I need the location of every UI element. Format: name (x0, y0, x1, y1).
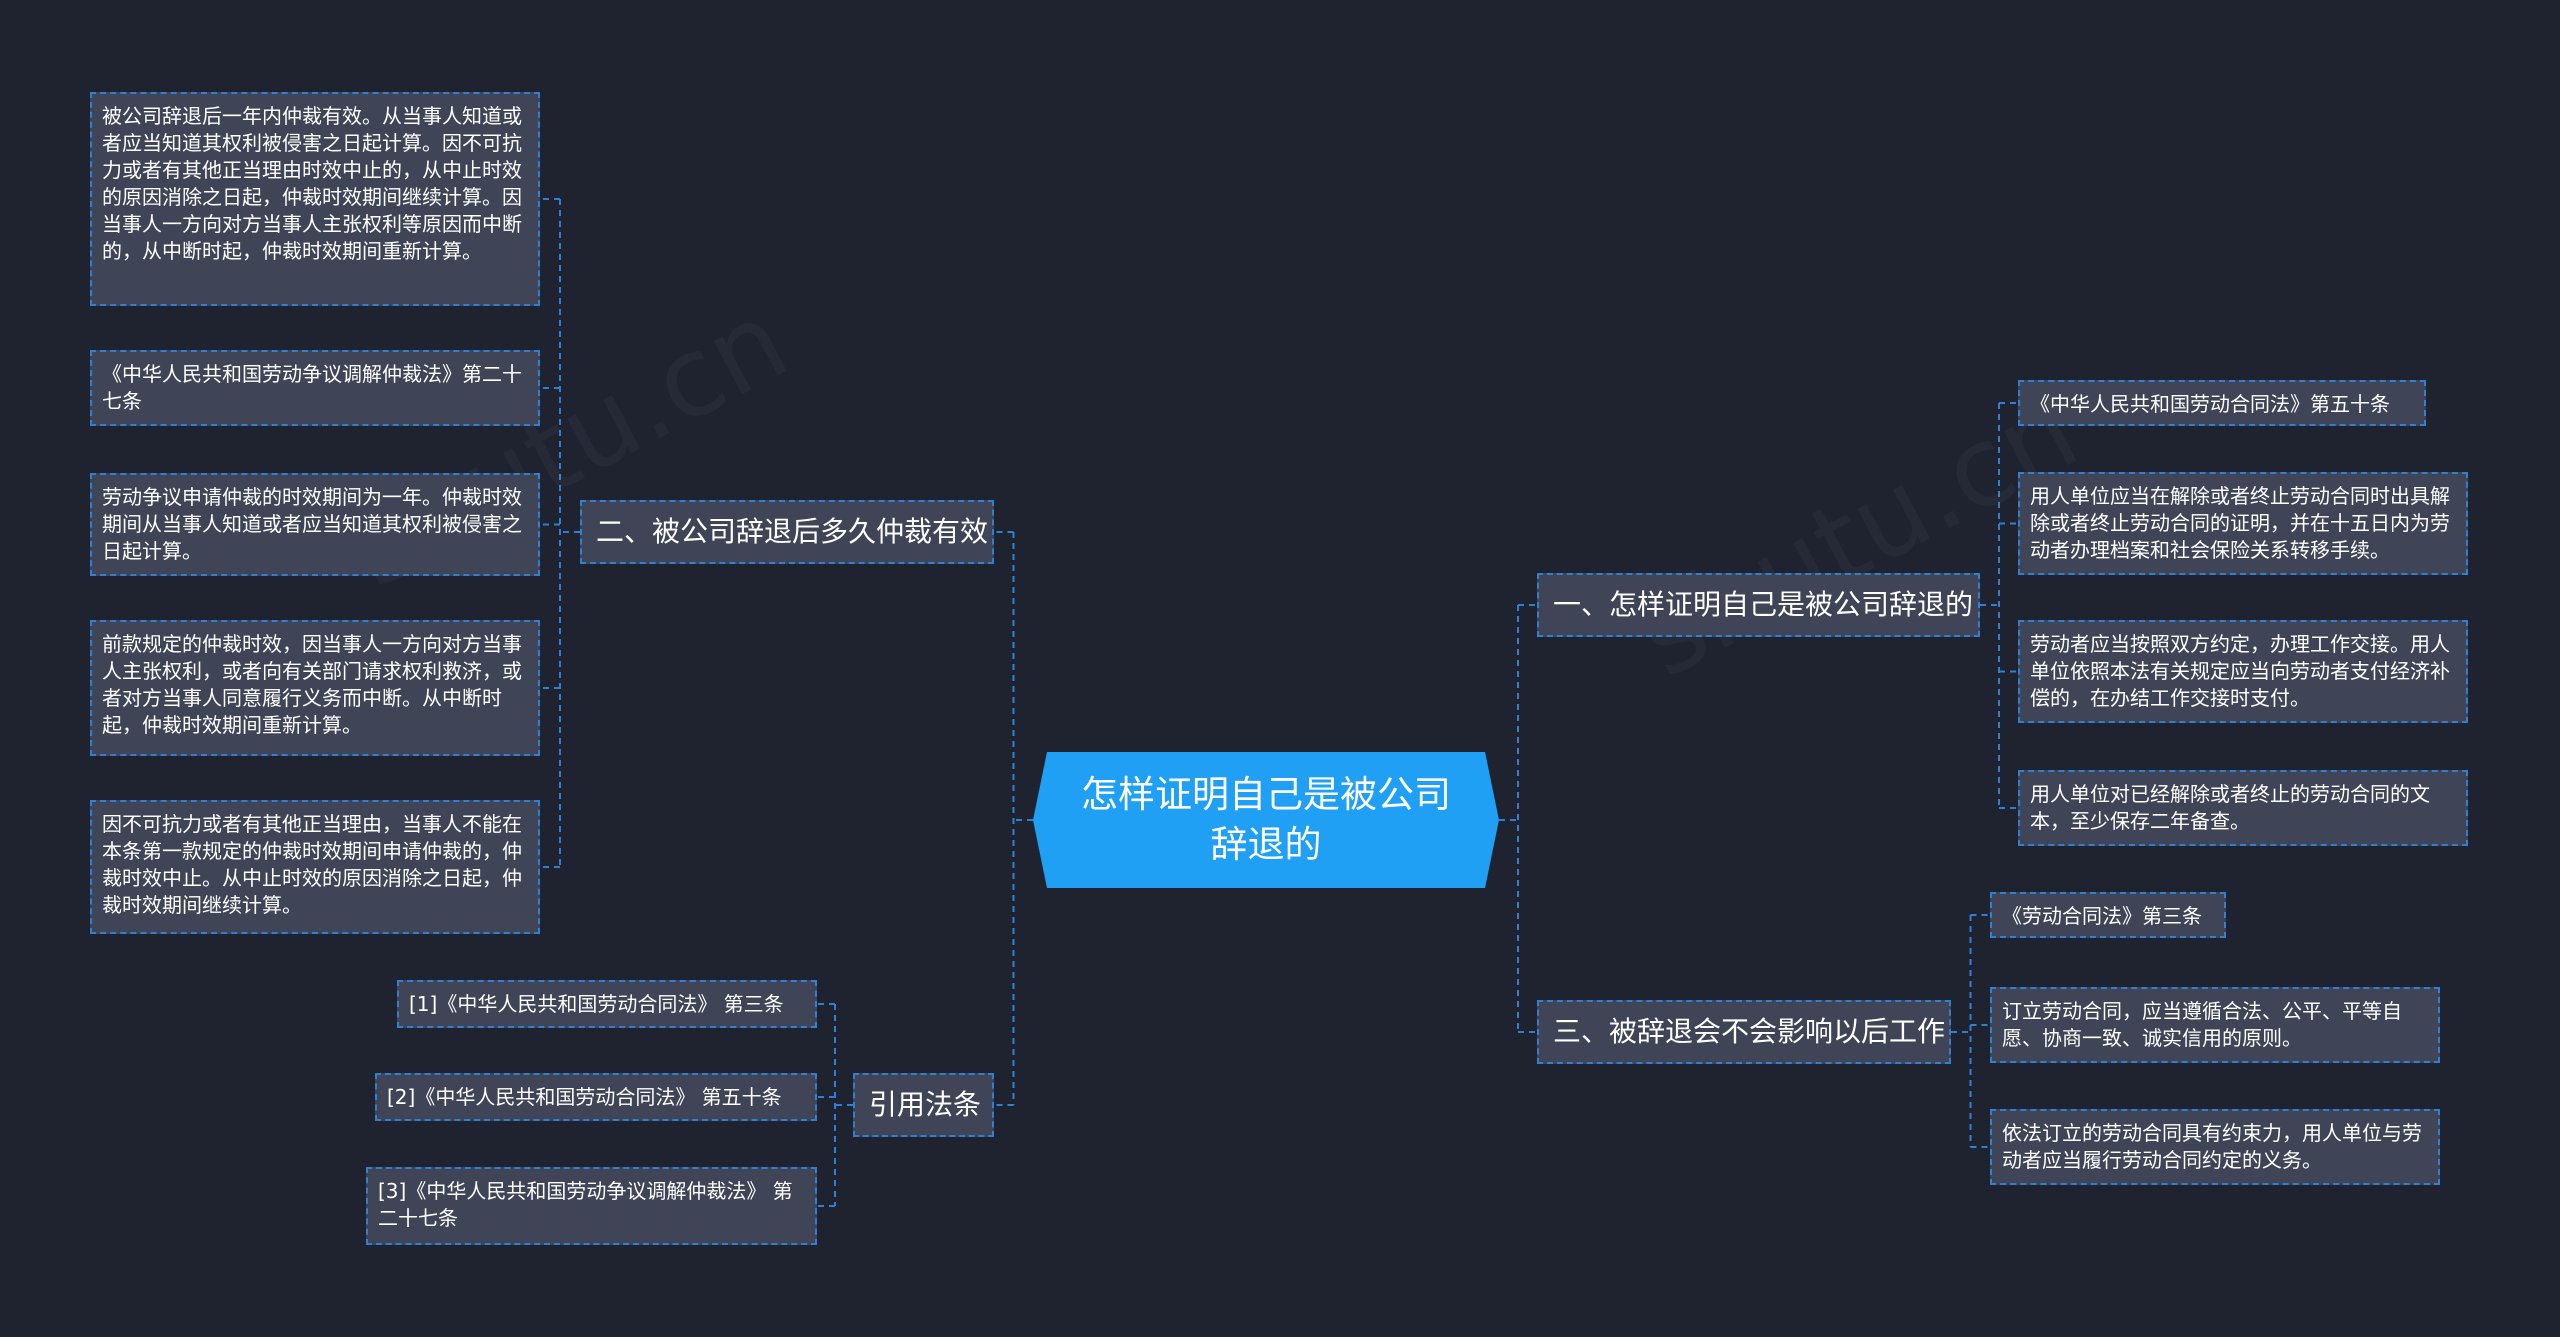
leaf-topic[interactable]: 因不可抗力或者有其他正当理由，当事人不能在本条第一款规定的仲裁时效期间申请仲裁的… (90, 800, 540, 934)
leaf-text: 被公司辞退后一年内仲裁有效。从当事人知道或者应当知道其权利被侵害之日起计算。因不… (102, 104, 522, 263)
branch-topic-future-work[interactable]: 三、被辞退会不会影响以后工作 (1537, 1000, 1951, 1064)
root-topic-label: 怎样证明自己是被公司辞退的 (1081, 773, 1451, 866)
root-topic[interactable]: 怎样证明自己是被公司辞退的 (1033, 752, 1499, 888)
leaf-text: 《中华人民共和国劳动合同法》第五十条 (2030, 392, 2390, 416)
leaf-text: 用人单位应当在解除或者终止劳动合同时出具解除或者终止劳动合同的证明，并在十五日内… (2030, 484, 2450, 562)
branch-label: 一、怎样证明自己是被公司辞退的 (1553, 588, 1974, 621)
leaf-topic[interactable]: 《中华人民共和国劳动合同法》第五十条 (2018, 380, 2426, 426)
leaf-text: [1]《中华人民共和国劳动合同法》 第三条 (409, 992, 784, 1016)
branch-topic-how-to-prove[interactable]: 一、怎样证明自己是被公司辞退的 (1537, 573, 1980, 637)
leaf-text: 前款规定的仲裁时效，因当事人一方向对方当事人主张权利，或者向有关部门请求权利救济… (102, 632, 522, 737)
leaf-text: 因不可抗力或者有其他正当理由，当事人不能在本条第一款规定的仲裁时效期间申请仲裁的… (102, 812, 522, 917)
leaf-topic[interactable]: 劳动者应当按照双方约定，办理工作交接。用人单位依照本法有关规定应当向劳动者支付经… (2018, 620, 2468, 723)
leaf-topic[interactable]: [3]《中华人民共和国劳动争议调解仲裁法》 第二十七条 (366, 1167, 817, 1245)
branch-label: 引用法条 (869, 1088, 982, 1121)
leaf-text: 劳动争议申请仲裁的时效期间为一年。仲裁时效期间从当事人知道或者应当知道其权利被侵… (102, 485, 522, 563)
leaf-topic[interactable]: 用人单位对已经解除或者终止的劳动合同的文本，至少保存二年备查。 (2018, 770, 2468, 846)
leaf-text: 依法订立的劳动合同具有约束力，用人单位与劳动者应当履行劳动合同约定的义务。 (2002, 1121, 2422, 1172)
leaf-text: 《中华人民共和国劳动争议调解仲裁法》第二十七条 (102, 362, 522, 413)
branch-label: 二、被公司辞退后多久仲裁有效 (596, 515, 989, 548)
leaf-topic[interactable]: 被公司辞退后一年内仲裁有效。从当事人知道或者应当知道其权利被侵害之日起计算。因不… (90, 92, 540, 306)
leaf-topic[interactable]: 用人单位应当在解除或者终止劳动合同时出具解除或者终止劳动合同的证明，并在十五日内… (2018, 472, 2468, 575)
leaf-topic[interactable]: 《中华人民共和国劳动争议调解仲裁法》第二十七条 (90, 350, 540, 426)
leaf-text: 订立劳动合同，应当遵循合法、公平、平等自愿、协商一致、诚实信用的原则。 (2002, 999, 2402, 1050)
leaf-text: 《劳动合同法》第三条 (2002, 904, 2202, 928)
leaf-topic[interactable]: 前款规定的仲裁时效，因当事人一方向对方当事人主张权利，或者向有关部门请求权利救济… (90, 620, 540, 756)
leaf-topic[interactable]: 劳动争议申请仲裁的时效期间为一年。仲裁时效期间从当事人知道或者应当知道其权利被侵… (90, 473, 540, 576)
leaf-topic[interactable]: 订立劳动合同，应当遵循合法、公平、平等自愿、协商一致、诚实信用的原则。 (1990, 987, 2440, 1063)
leaf-topic[interactable]: [1]《中华人民共和国劳动合同法》 第三条 (397, 980, 817, 1028)
leaf-text: [2]《中华人民共和国劳动合同法》 第五十条 (387, 1085, 782, 1109)
leaf-text: 劳动者应当按照双方约定，办理工作交接。用人单位依照本法有关规定应当向劳动者支付经… (2030, 632, 2450, 710)
branch-topic-cited-laws[interactable]: 引用法条 (853, 1073, 994, 1137)
leaf-topic[interactable]: 《劳动合同法》第三条 (1990, 892, 2226, 938)
branch-topic-arbitration-period[interactable]: 二、被公司辞退后多久仲裁有效 (580, 500, 994, 564)
leaf-text: [3]《中华人民共和国劳动争议调解仲裁法》 第二十七条 (378, 1179, 793, 1230)
leaf-topic[interactable]: 依法订立的劳动合同具有约束力，用人单位与劳动者应当履行劳动合同约定的义务。 (1990, 1109, 2440, 1185)
leaf-text: 用人单位对已经解除或者终止的劳动合同的文本，至少保存二年备查。 (2030, 782, 2430, 833)
leaf-topic[interactable]: [2]《中华人民共和国劳动合同法》 第五十条 (375, 1073, 817, 1121)
branch-label: 三、被辞退会不会影响以后工作 (1553, 1015, 1946, 1048)
